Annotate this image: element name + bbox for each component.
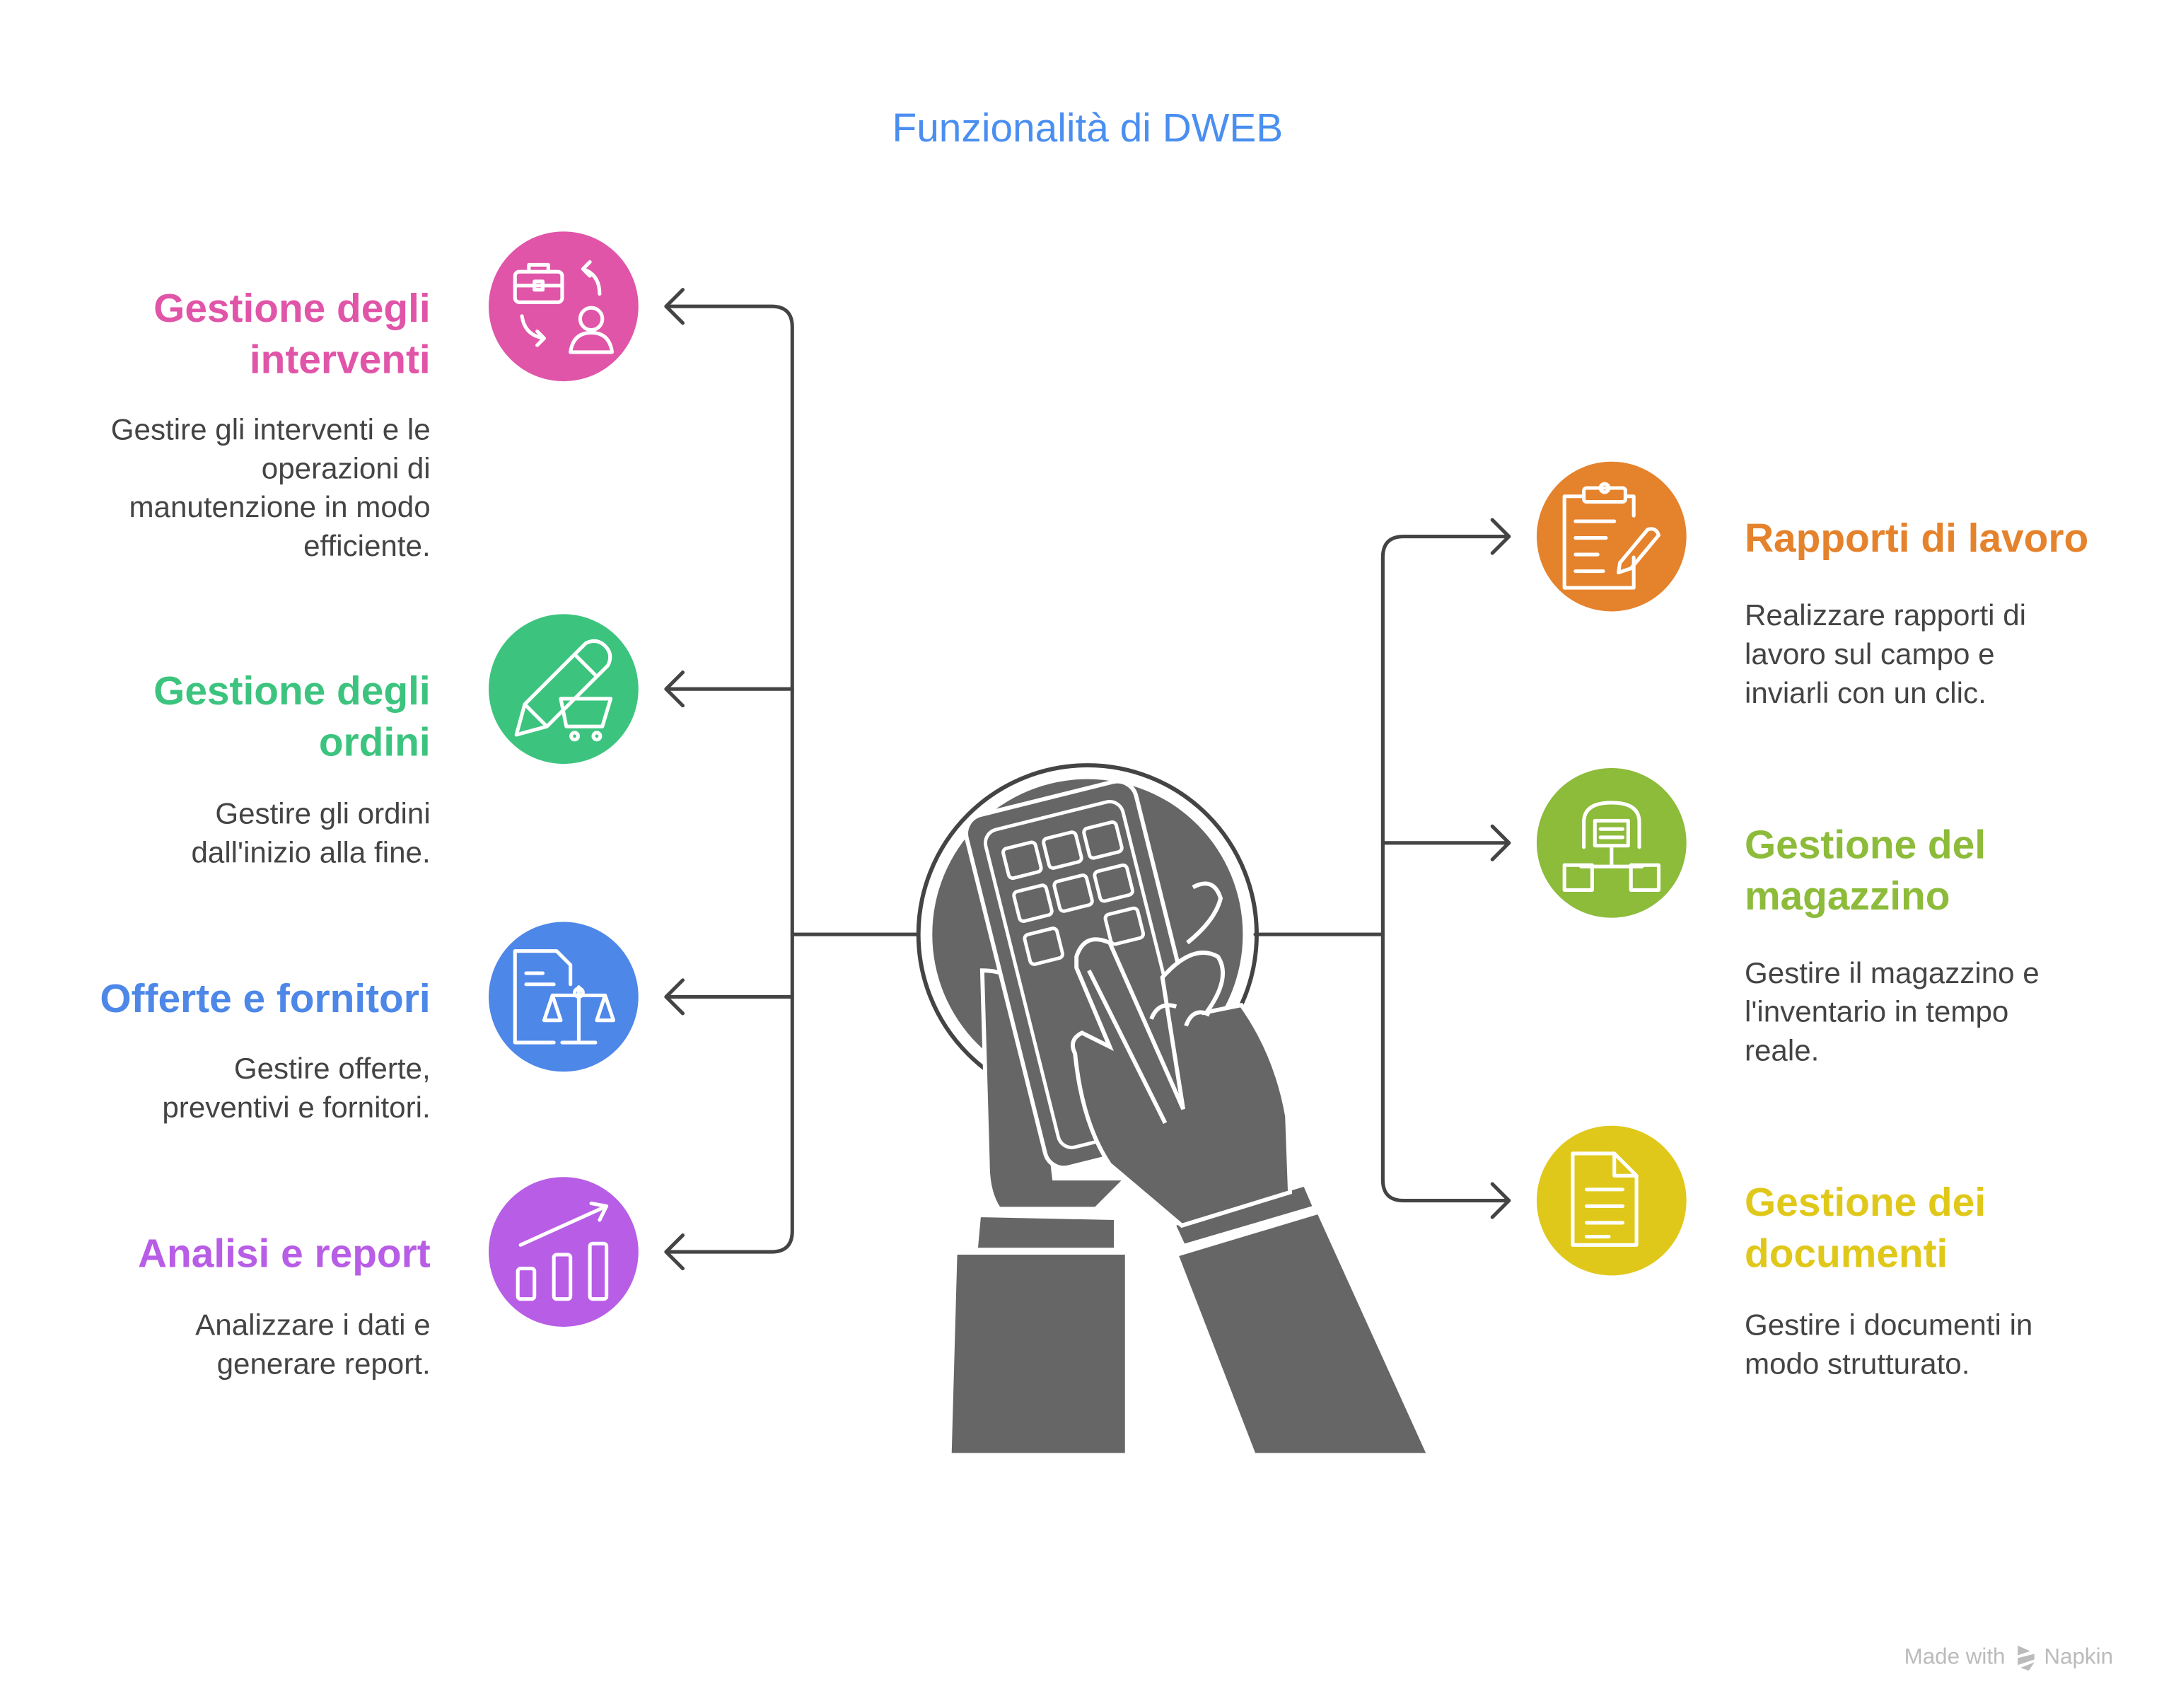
analisi-circle (489, 1177, 639, 1327)
ordini-circle (489, 614, 639, 765)
hands-calculator-illustration (916, 763, 1426, 1453)
item-title: ordini (319, 720, 431, 765)
item-description: dall'inizio alla fine. (191, 835, 430, 868)
warehouse-icon (1562, 801, 1661, 893)
bar-chart-trend-icon (516, 1201, 609, 1301)
item-title: documenti (1745, 1232, 1948, 1277)
footer-made-with: Made with (1904, 1644, 2006, 1668)
item-description: modo strutturato. (1745, 1347, 1970, 1381)
item-description: Gestire il magazzino e (1745, 956, 2040, 989)
item-description: reale. (1745, 1034, 1819, 1067)
item-description: inviarli con un clic. (1745, 676, 1986, 709)
item-description: lavoro sul campo e (1745, 637, 1995, 670)
connector-lines (664, 288, 1511, 1271)
item-description: Gestire gli interventi e le (111, 412, 431, 446)
item-description: Gestire offerte, (234, 1052, 431, 1085)
item-description: generare report. (217, 1347, 431, 1381)
item-title: Gestione dei (1745, 1180, 1986, 1225)
item-title: Gestione del (1745, 823, 1986, 867)
document-icon (1571, 1151, 1639, 1247)
item-title: interventi (250, 337, 431, 382)
item-description: Gestire gli ordini (215, 796, 430, 830)
napkin-logo-icon (2018, 1645, 2035, 1671)
item-title: Analisi e report (138, 1232, 431, 1277)
item-description: l'inventario in tempo (1745, 995, 2008, 1028)
item-title: magazzino (1745, 874, 1950, 919)
item-description: Realizzare rapporti di (1745, 598, 2026, 632)
footer-brand: Napkin (2044, 1644, 2113, 1668)
item-description: preventivi e fornitori. (162, 1091, 430, 1124)
interventi-circle (489, 231, 639, 382)
item-description: efficiente. (303, 529, 431, 562)
clipboard-pencil-icon (1562, 482, 1661, 590)
item-title: Rapporti di lavoro (1745, 516, 2088, 561)
item-description: manutenzione in modo (129, 490, 430, 523)
item-description: Analizzare i dati e (195, 1308, 431, 1342)
item-description: operazioni di (262, 451, 431, 484)
item-title: Gestione degli (153, 669, 431, 714)
documenti-circle (1536, 1125, 1687, 1276)
magazzino-circle (1536, 767, 1687, 918)
rapporti-circle (1536, 461, 1687, 612)
item-title: Offerte e fornitori (100, 977, 430, 1021)
item-title: Gestione degli (153, 286, 431, 331)
document-scale-icon (513, 949, 615, 1045)
item-description: Gestire i documenti in (1745, 1308, 2032, 1342)
pencil-cart-icon (514, 639, 613, 742)
made-with-napkin: Made with Napkin (1904, 1644, 2113, 1671)
page-title: Funzionalità di DWEB (892, 106, 1283, 151)
briefcase-person-exchange-icon (513, 260, 615, 354)
